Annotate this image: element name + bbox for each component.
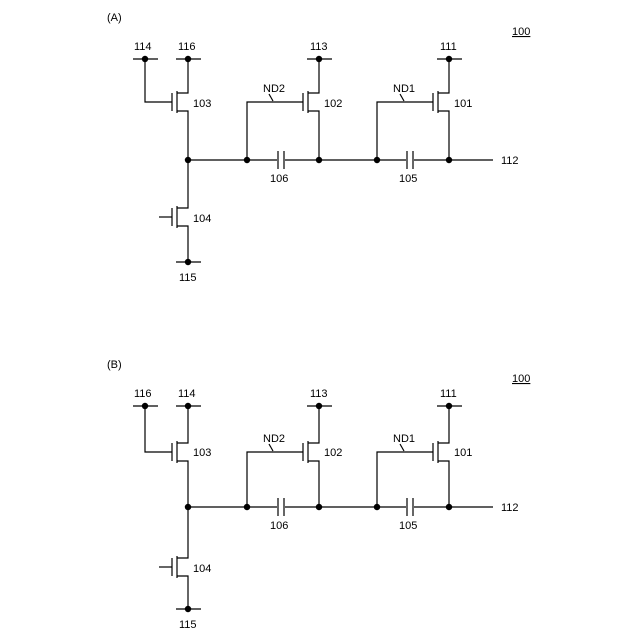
terminal-111-label: 111 <box>440 388 457 400</box>
transistor-101: 101 <box>377 59 472 160</box>
terminal-112-label: 112 <box>501 155 519 167</box>
terminal-mid-label: 116 <box>178 41 196 53</box>
transistor-103: 103 <box>145 59 211 160</box>
node-nd1-label: ND1 <box>393 433 415 445</box>
terminal-left-label: 116 <box>134 388 152 400</box>
terminal-115-label: 115 <box>179 619 197 631</box>
transistor-104: 104 <box>159 160 211 262</box>
transistor-103-label: 103 <box>193 98 211 110</box>
node-nd1-label: ND1 <box>393 83 415 95</box>
node-nd1: ND1 <box>393 83 415 101</box>
transistor-102: 102 <box>247 406 342 507</box>
terminal-113-label: 113 <box>310 41 328 53</box>
capacitor-106: 106 <box>270 150 288 185</box>
capacitor-106-label: 106 <box>270 520 288 532</box>
figure-reference: 100 <box>512 373 530 385</box>
terminal-left-label: 114 <box>134 41 152 53</box>
terminal-115: 115 <box>176 606 201 631</box>
panel-label: (A) <box>107 12 122 24</box>
transistor-103: 103 <box>145 406 211 507</box>
transistor-102-label: 102 <box>324 98 342 110</box>
node-nd2: ND2 <box>263 83 285 101</box>
capacitor-105-label: 105 <box>399 520 417 532</box>
transistor-101: 101 <box>377 406 472 507</box>
transistor-102-label: 102 <box>324 447 342 459</box>
terminal-115: 115 <box>176 259 201 284</box>
panel-label: (B) <box>107 359 122 371</box>
transistor-104-label: 104 <box>193 213 211 225</box>
terminal-115-label: 115 <box>179 272 197 284</box>
panel-a: (A) 100 114 116 113 111 <box>107 12 530 284</box>
node-nd1: ND1 <box>393 433 415 451</box>
node-nd2-label: ND2 <box>263 83 285 95</box>
terminal-mid-label: 114 <box>178 388 196 400</box>
figure-reference: 100 <box>512 26 530 38</box>
capacitor-106-label: 106 <box>270 173 288 185</box>
terminal-112-label: 112 <box>501 502 519 514</box>
transistor-101-label: 101 <box>454 447 472 459</box>
node-nd2-label: ND2 <box>263 433 285 445</box>
capacitor-105: 105 <box>399 497 417 532</box>
transistor-103-label: 103 <box>193 447 211 459</box>
transistor-102: 102 <box>247 59 342 160</box>
capacitor-105: 105 <box>399 150 417 185</box>
transistor-104-label: 104 <box>193 563 211 575</box>
transistor-104: 104 <box>159 507 211 609</box>
node-nd2: ND2 <box>263 433 285 451</box>
terminal-113-label: 113 <box>310 388 328 400</box>
terminal-111-label: 111 <box>440 41 457 53</box>
capacitor-106: 106 <box>270 497 288 532</box>
capacitor-105-label: 105 <box>399 173 417 185</box>
panel-b: (B) 100 116 114 113 111 <box>107 359 530 631</box>
transistor-101-label: 101 <box>454 98 472 110</box>
